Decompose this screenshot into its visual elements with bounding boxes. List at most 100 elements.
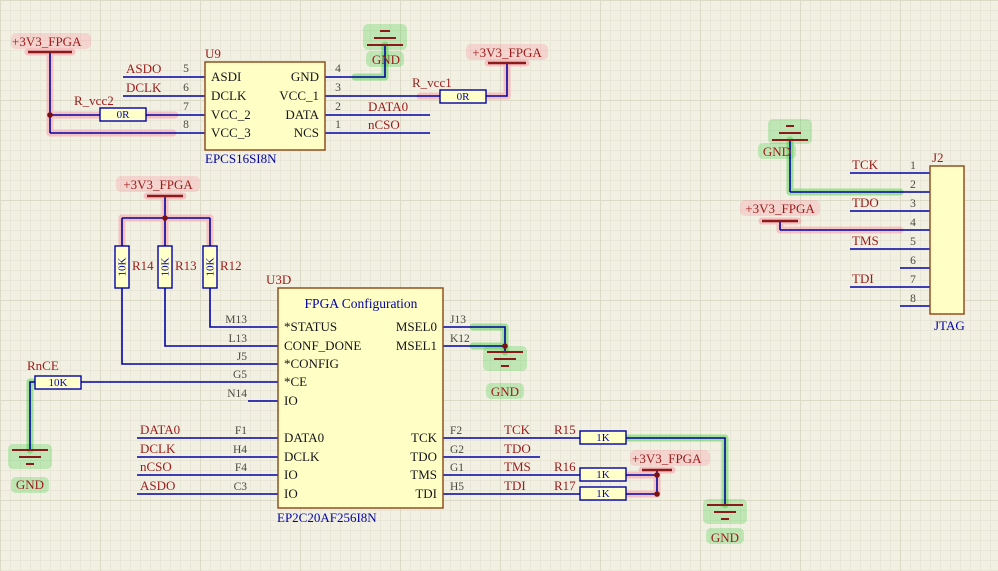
net-label-dclk[interactable]: DCLK: [140, 441, 176, 456]
gnd-power-port[interactable]: GND: [707, 504, 743, 545]
net-highlight-green: [706, 528, 744, 544]
wire[interactable]: [164, 288, 278, 347]
resistor-r16[interactable]: 1K R16: [554, 459, 627, 482]
wire[interactable]: [29, 381, 35, 450]
component-designator[interactable]: U9: [205, 46, 221, 61]
gnd-label[interactable]: GND: [711, 530, 739, 545]
net-label-tdo[interactable]: TDO: [504, 441, 531, 456]
gnd-symbol[interactable]: [12, 449, 48, 465]
component-designator[interactable]: U3D: [266, 272, 291, 287]
resistor-ref[interactable]: RnCE: [27, 358, 59, 373]
vcc-label[interactable]: +3V3_FPGA: [12, 34, 82, 49]
resistor-r-vcc2[interactable]: 0R R_vcc2: [74, 93, 147, 122]
gnd-label[interactable]: GND: [763, 144, 791, 159]
gnd-power-port[interactable]: GND: [487, 351, 523, 399]
net-label-tdi[interactable]: TDI: [852, 271, 874, 286]
net-highlight-pink: [116, 176, 200, 192]
resistor-ref[interactable]: R13: [175, 258, 197, 273]
component-part-number[interactable]: EPCS16SI8N: [205, 151, 277, 166]
component-designator[interactable]: J2: [932, 150, 944, 165]
resistor-body[interactable]: [157, 245, 173, 289]
net-label-tms[interactable]: TMS: [852, 233, 879, 248]
resistor-r12[interactable]: 10K R12: [202, 245, 242, 289]
net-label-ncso[interactable]: nCSO: [368, 117, 400, 132]
component-part-number[interactable]: JTAG: [934, 318, 965, 333]
gnd-power-port[interactable]: GND: [367, 30, 403, 67]
wire[interactable]: [626, 437, 726, 505]
net-label-tdo[interactable]: TDO: [852, 195, 879, 210]
net-label-tck[interactable]: TCK: [504, 422, 531, 437]
vcc-label[interactable]: +3V3_FPGA: [123, 177, 193, 192]
net-label-dclk[interactable]: DCLK: [126, 80, 162, 95]
pin-number: 2: [335, 101, 341, 113]
gnd-label[interactable]: GND: [372, 52, 400, 67]
resistor-body[interactable]: [34, 375, 82, 390]
pin-name: DATA0: [284, 430, 324, 445]
wire[interactable]: [325, 45, 386, 78]
wire[interactable]: [779, 221, 930, 231]
net-label-ncso[interactable]: nCSO: [140, 459, 172, 474]
resistor-r-vcc1[interactable]: 0R R_vcc1: [412, 75, 487, 104]
vcc-power-port[interactable]: +3V3_FPGA: [123, 177, 193, 198]
gnd-symbol[interactable]: [707, 504, 743, 520]
net-label-data0[interactable]: DATA0: [140, 422, 180, 437]
component-part-number[interactable]: EP2C20AF256I8N: [277, 510, 377, 525]
junction-dot: [502, 343, 508, 349]
resistor-body[interactable]: [99, 107, 147, 122]
resistor-r13[interactable]: 10K R13: [157, 245, 197, 289]
resistor-ref[interactable]: R17: [554, 478, 576, 493]
vcc-power-port[interactable]: +3V3_FPGA: [12, 34, 82, 54]
net-label-tms[interactable]: TMS: [504, 459, 531, 474]
wire[interactable]: [49, 52, 205, 134]
wire[interactable]: [789, 140, 930, 193]
gnd-symbol[interactable]: [487, 351, 523, 367]
gnd-label[interactable]: GND: [491, 384, 519, 399]
net-label-tck[interactable]: TCK: [852, 157, 879, 172]
net-label-data0[interactable]: DATA0: [368, 99, 408, 114]
resistor-body[interactable]: [439, 89, 487, 104]
resistor-ref[interactable]: R16: [554, 459, 576, 474]
component-body-u3d[interactable]: [277, 287, 444, 509]
wire[interactable]: [486, 63, 508, 97]
resistor-r15[interactable]: 1K R15: [554, 422, 627, 445]
vcc-label[interactable]: +3V3_FPGA: [472, 45, 542, 60]
vcc-label[interactable]: +3V3_FPGA: [632, 451, 702, 466]
resistor-ref[interactable]: R15: [554, 422, 576, 437]
gnd-label[interactable]: GND: [16, 477, 44, 492]
vcc-power-port[interactable]: +3V3_FPGA: [472, 45, 542, 65]
vcc-power-port[interactable]: +3V3_FPGA: [745, 201, 815, 223]
resistor-value: 0R: [457, 91, 471, 103]
component-body-u9[interactable]: [204, 61, 326, 151]
resistor-body[interactable]: [579, 467, 627, 482]
resistor-body[interactable]: [202, 245, 218, 289]
resistor-ref[interactable]: R_vcc2: [74, 93, 114, 108]
net-label-asdo[interactable]: ASDO: [140, 478, 175, 493]
wire[interactable]: [121, 218, 211, 246]
wire[interactable]: [121, 288, 278, 365]
wire[interactable]: [209, 288, 278, 328]
junction-dot: [654, 491, 660, 497]
component-body-j2[interactable]: [929, 165, 965, 315]
resistor-ref[interactable]: R_vcc1: [412, 75, 452, 90]
net-label-asdo[interactable]: ASDO: [126, 61, 161, 76]
junctions: [47, 112, 660, 497]
vcc-power-port[interactable]: +3V3_FPGA: [632, 451, 702, 472]
resistor-r14[interactable]: 10K R14: [114, 245, 154, 289]
resistor-ref[interactable]: R12: [220, 258, 242, 273]
resistor-body[interactable]: [579, 430, 627, 445]
pin-number: L13: [228, 333, 247, 345]
gnd-power-port[interactable]: GND: [12, 449, 48, 492]
resistor-body[interactable]: [579, 486, 627, 501]
resistor-ref[interactable]: R14: [132, 258, 154, 273]
gnd-power-port[interactable]: GND: [763, 125, 808, 159]
gnd-symbol[interactable]: [772, 125, 808, 141]
net-label-tdi[interactable]: TDI: [504, 478, 526, 493]
gnd-symbol[interactable]: [367, 30, 403, 46]
resistor-r17[interactable]: 1K R17: [554, 478, 627, 501]
resistor-rnce[interactable]: 10K RnCE: [27, 358, 82, 390]
vcc-label[interactable]: +3V3_FPGA: [745, 201, 815, 216]
net-highlight-pink: [466, 44, 548, 60]
resistor-body[interactable]: [114, 245, 130, 289]
pin-name: *CE: [284, 374, 307, 389]
